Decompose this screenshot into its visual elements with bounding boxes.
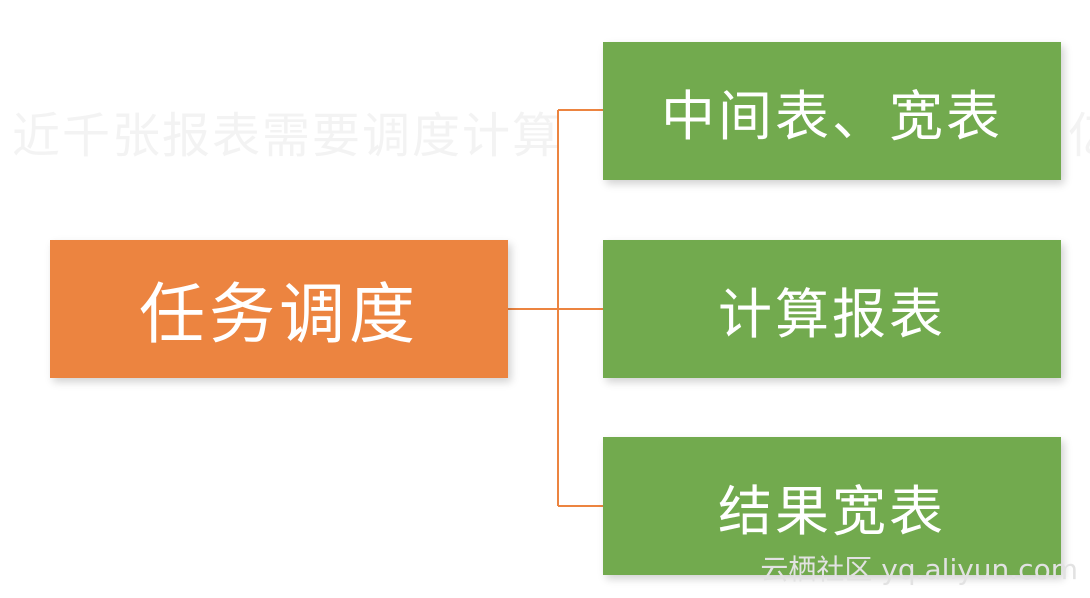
child-node-compute-reports: 计算报表 — [603, 240, 1061, 378]
root-node-label: 任务调度 — [139, 276, 419, 353]
root-node-task-scheduling: 任务调度 — [50, 240, 508, 378]
child-node-result-wide-tables: 结果宽表 — [603, 437, 1061, 575]
faded-background-text: 近千张报表需要调度计算 — [12, 108, 563, 164]
site-watermark: 云栖社区 yq.aliyun.com — [760, 553, 1078, 586]
child-node-label: 结果宽表 — [718, 479, 946, 543]
child-node-label: 中间表、宽表 — [661, 84, 1003, 148]
faded-background-text-right: 亿 — [1068, 96, 1090, 166]
child-node-label: 计算报表 — [718, 282, 946, 346]
child-node-intermediate-wide-tables: 中间表、宽表 — [603, 42, 1061, 180]
